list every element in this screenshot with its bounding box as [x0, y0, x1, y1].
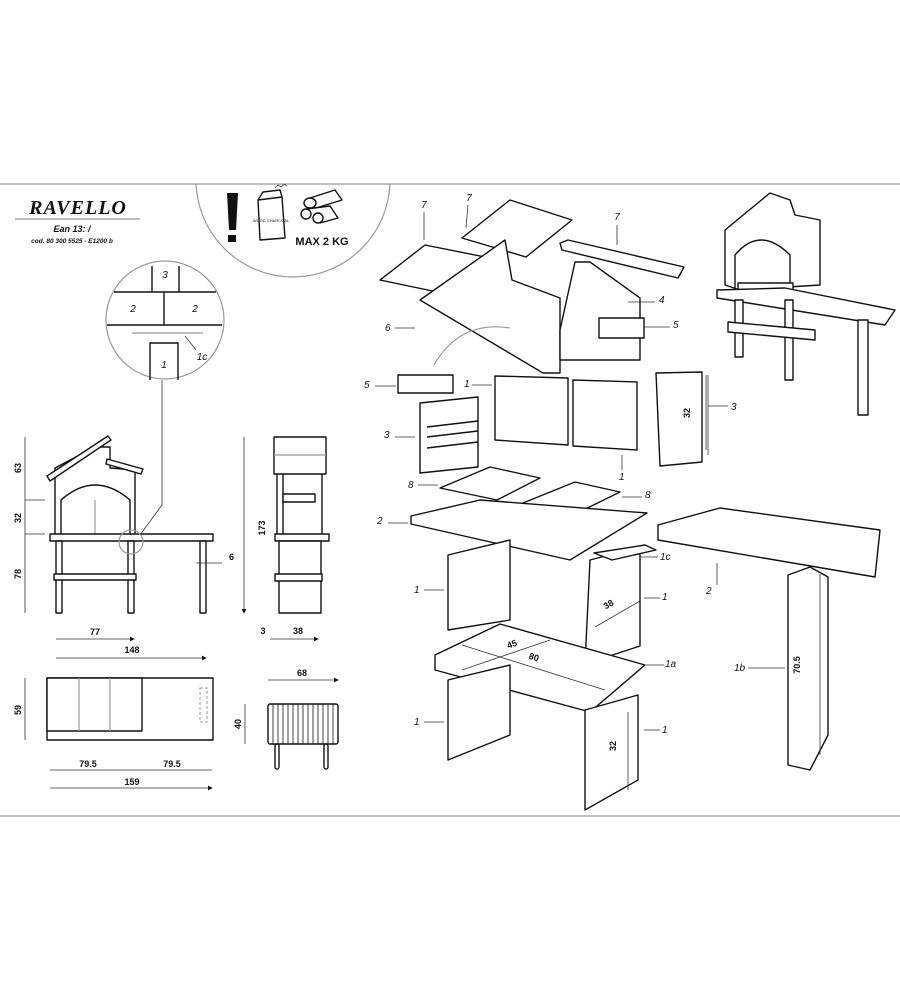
label-leg-lower-right: 1: [662, 725, 668, 736]
label-brick-left: 5: [364, 380, 370, 391]
label-roof-mid: 7: [466, 193, 472, 204]
dim-oven-width: 77: [90, 627, 100, 637]
label-arch-front: 6: [385, 323, 391, 334]
detail-leader: [139, 380, 163, 536]
dim-roof: 63: [13, 463, 23, 473]
back-panel-right: [572, 379, 638, 451]
dim-depth: 38: [293, 626, 303, 636]
top-slab: [410, 499, 648, 561]
side-wall: [559, 261, 641, 361]
joint-detail: 3 2 2 1 1c: [105, 260, 225, 536]
label-leg-lower-left: 1: [414, 717, 420, 728]
label-roof-left: 7: [421, 200, 427, 211]
dim-height: 173: [257, 520, 267, 535]
roof-slab-mid: [461, 199, 573, 258]
label-table-slab: 2: [705, 586, 712, 597]
title-block: RAVELLO Ean 13: / cod. 80 300 5525 - E12…: [15, 197, 140, 245]
shelf-1a: [434, 623, 646, 713]
leg-lower-right: [584, 694, 639, 811]
label-grill-right: 8: [645, 490, 651, 501]
label-shelf-width: 80: [528, 651, 541, 664]
label-table-leg: 1b: [734, 663, 746, 674]
detail-label-3: 3: [162, 270, 168, 281]
detail-circle: [105, 260, 225, 380]
side-panel-right: [655, 371, 703, 467]
dim-total-width: 148: [124, 645, 139, 655]
shim-1c: [593, 544, 657, 561]
leg-upper-left: [447, 539, 511, 631]
dim-oven: 32: [13, 513, 23, 523]
max-load-label: MAX 2 KG: [295, 236, 348, 248]
exclamation-icon: [227, 193, 238, 242]
side-view: 173 3 38: [241, 436, 330, 642]
charcoal-bag-icon: WOOD CHARCOAL: [253, 184, 290, 241]
label-roof-right: 7: [614, 212, 620, 223]
label-side-left: 3: [384, 430, 390, 441]
label-back-panel: 1: [464, 379, 470, 390]
leg-lower-left: [447, 664, 511, 761]
dim-top-depth: 59: [13, 705, 23, 715]
exploded-view: 7 7 7 4 5 6 5 1 3 32 3 1 8 8 2 1c 1 38 1…: [364, 192, 896, 811]
dim-leg: 6: [229, 552, 234, 562]
dim-offset: 3: [260, 626, 265, 636]
label-leg-upper-right: 1: [662, 592, 668, 603]
brick-right: [598, 317, 645, 339]
dim-top-left: 79.5: [79, 759, 97, 769]
label-leg-upper-right-dim: 38: [602, 598, 616, 612]
warning-circle: [195, 184, 391, 278]
brick-left: [397, 374, 454, 394]
dim-top-right: 79.5: [163, 759, 181, 769]
wood-logs-icon: [300, 189, 343, 224]
label-back-panel-b: 1: [619, 472, 625, 483]
table-leg-1b: [787, 566, 829, 771]
product-code: cod. 80 300 5525 - E1200 b: [31, 238, 113, 245]
label-shelf: 1a: [665, 659, 677, 670]
label-brick-right: 5: [673, 320, 679, 331]
detail-label-2b: 2: [191, 304, 198, 315]
charcoal-warning: WOOD CHARCOAL MAX 2 KG: [195, 184, 391, 278]
dim-base: 78: [13, 569, 23, 579]
label-grill-left: 8: [408, 480, 414, 491]
label-shelf-depth: 45: [506, 638, 519, 651]
arch-front: [419, 239, 561, 374]
dim-grill-width: 68: [297, 668, 307, 678]
label-shim: 1c: [660, 552, 671, 563]
bag-label: WOOD CHARCOAL: [253, 218, 290, 223]
product-title: RAVELLO: [28, 197, 127, 219]
detail-label-1: 1: [161, 360, 167, 371]
table-slab: [657, 507, 881, 578]
exploded-leader-lines: [375, 204, 785, 731]
ean-code: Ean 13: /: [53, 224, 92, 234]
grill-left: [439, 466, 541, 501]
exploded-dim-lines: [461, 375, 821, 790]
roof-slab-right: [559, 239, 685, 279]
detail-label-1c: 1c: [197, 352, 208, 363]
back-panel-left: [494, 375, 569, 446]
label-leg-upper-left: 1: [414, 585, 420, 596]
dim-grill-depth: 40: [233, 719, 243, 729]
label-side-right: 3: [731, 402, 737, 413]
label-table-leg-dim: 70.5: [792, 656, 802, 674]
label-top-slab: 2: [376, 516, 383, 527]
detail-label-2a: 2: [129, 304, 136, 315]
label-leg-lower-right-dim: 32: [608, 741, 618, 751]
label-side-wall: 4: [659, 295, 665, 306]
grill-view: 68 40: [233, 668, 339, 770]
front-view: 63 32 78 6 77 148: [13, 435, 234, 661]
label-side-right-dim: 32: [682, 408, 692, 418]
assembled-view: [716, 192, 896, 416]
dim-top-total: 159: [124, 777, 139, 787]
top-view: 59 79.5 79.5 159: [13, 677, 214, 791]
